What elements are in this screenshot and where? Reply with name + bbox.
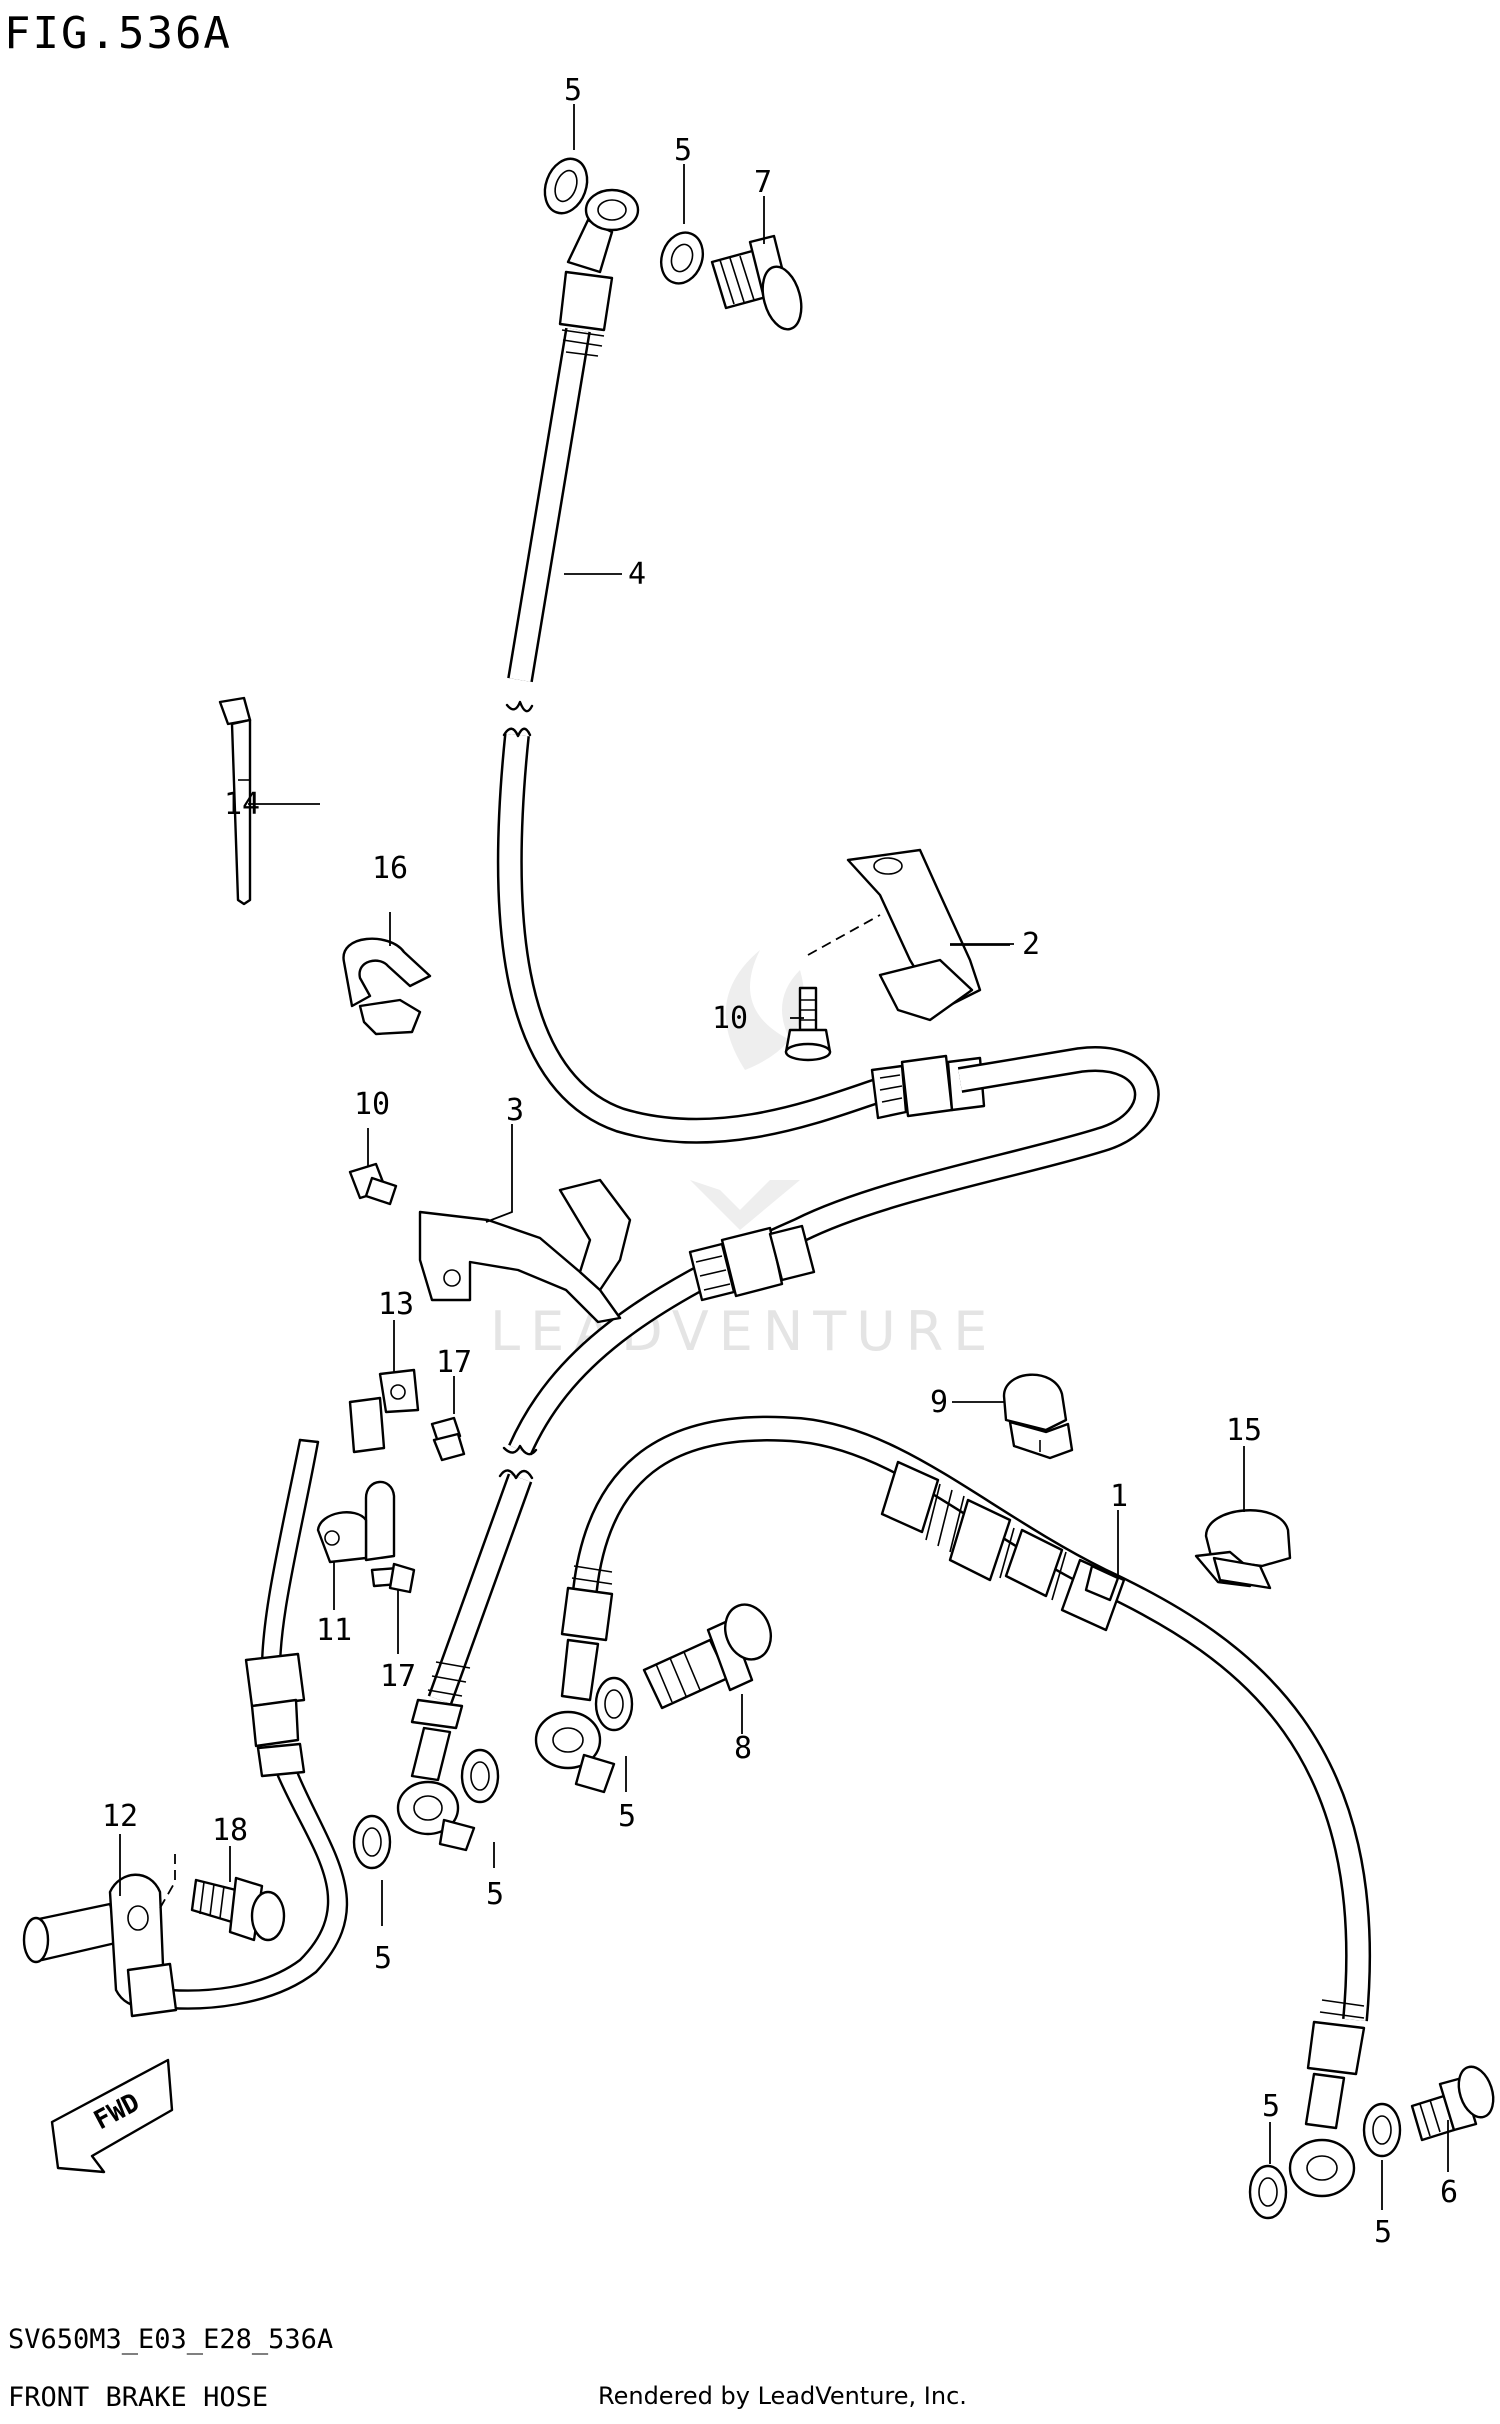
callout-5: 5 [1262, 2089, 1280, 2124]
bolt-17-lower [370, 1562, 416, 1594]
watermark: LEADVENTURE [490, 950, 997, 1363]
clamp-16 [342, 937, 432, 1036]
fwd-arrow: FWD [50, 2058, 174, 2174]
figure-title: FIG.536A [4, 8, 232, 59]
clamp-15 [1194, 1509, 1292, 1590]
watermark-logo [725, 950, 805, 1070]
callout-11: 11 [316, 1613, 352, 1648]
leader-lines [119, 104, 1449, 2210]
callout-5: 5 [564, 73, 582, 108]
clamp-9 [1002, 1373, 1074, 1460]
callout-15: 15 [1226, 1413, 1262, 1448]
callout-5: 5 [1374, 2215, 1392, 2250]
washer-5-e [352, 1814, 392, 1870]
callout-12: 12 [102, 1799, 138, 1834]
sensor-cable [168, 1438, 349, 2010]
callout-8: 8 [734, 1731, 752, 1766]
callout-14: 14 [224, 787, 260, 822]
callout-5: 5 [374, 1941, 392, 1976]
washer-5-a [543, 157, 589, 215]
callout-5: 5 [618, 1799, 636, 1834]
callout-9: 9 [930, 1385, 948, 1420]
diagram-name: FRONT BRAKE HOSE [8, 2382, 268, 2413]
diagram-code: SV650M3_E03_E28_536A [8, 2324, 333, 2355]
brake-hose-4 [496, 188, 986, 1144]
callout-3: 3 [506, 1093, 524, 1128]
callout-13: 13 [378, 1287, 414, 1322]
washer-5-g [1362, 2102, 1402, 2158]
washer-5-f [1248, 2164, 1288, 2220]
bolt-6 [1410, 2065, 1495, 2142]
watermark-text: LEADVENTURE [490, 1300, 997, 1363]
bolt-18 [190, 1876, 286, 1942]
washer-5-d [460, 1748, 500, 1804]
washer-5-b [660, 231, 704, 285]
clip-11 [316, 1480, 396, 1564]
callout-16: 16 [372, 851, 408, 886]
bolt-8 [642, 1603, 772, 1710]
clip-13 [348, 1368, 420, 1454]
brake-hose-1 [534, 1415, 1372, 2198]
bolt-7 [710, 234, 803, 331]
washer-5-c [594, 1676, 634, 1732]
callout-2: 2 [1022, 927, 1040, 962]
callout-5: 5 [674, 133, 692, 168]
callout-5: 5 [486, 1877, 504, 1912]
bracket-2 [807, 848, 1010, 1022]
callout-1: 1 [1110, 1479, 1128, 1514]
callout-4: 4 [628, 557, 646, 592]
cable-tie-14 [218, 696, 252, 906]
callout-10: 10 [354, 1087, 390, 1122]
bolt-10-lower [348, 1162, 398, 1206]
render-credit: Rendered by LeadVenture, Inc. [598, 2382, 967, 2410]
callout-7: 7 [754, 165, 772, 200]
bolt-17-upper [430, 1416, 466, 1462]
callout-17: 17 [436, 1345, 472, 1380]
callout-10: 10 [712, 1001, 748, 1036]
speed-sensor-12 [22, 1850, 178, 2018]
callout-18: 18 [212, 1813, 248, 1848]
callout-numbers: 5 5 7 4 14 16 2 10 10 3 13 17 9 15 1 11 … [102, 73, 1458, 2250]
bracket-3 [418, 1178, 632, 1324]
bolt-10-upper [784, 986, 832, 1062]
callout-17: 17 [380, 1659, 416, 1694]
callout-6: 6 [1440, 2175, 1458, 2210]
brake-hose-junction [396, 1046, 1160, 1852]
